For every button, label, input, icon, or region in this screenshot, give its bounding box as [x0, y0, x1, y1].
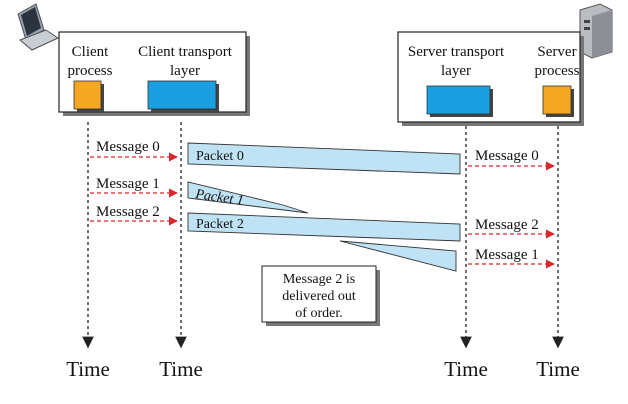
packet-2-shape: [187, 212, 461, 242]
note-line-1: Message 2 is: [283, 272, 355, 287]
client-transport-label-1: Client transport: [138, 44, 233, 60]
server-message-2-label: Message 2: [475, 217, 539, 233]
client-process-block: [73, 80, 102, 110]
note-box: [261, 265, 377, 323]
packet-2-label: Packet 2: [196, 217, 244, 232]
client-message-2-label: Message 2: [96, 204, 160, 220]
packet-0-shape: [187, 142, 461, 175]
laptop-icon: [17, 3, 60, 51]
client-message-1-label: Message 1: [96, 176, 160, 192]
time-label: Time: [444, 357, 488, 381]
server-process-block: [542, 85, 572, 115]
server-process-label-1: Server: [537, 44, 576, 60]
server-message-0-label: Message 0: [475, 148, 539, 164]
server-transport-block: [426, 85, 491, 115]
packet-1-label: Packet 1: [193, 187, 244, 209]
server-transport-label-2: layer: [441, 63, 471, 79]
server-process-label-2: process: [535, 63, 580, 79]
client-transport-block: [147, 80, 217, 110]
client-process-label-2: process: [68, 63, 113, 79]
time-label: Time: [536, 357, 580, 381]
server-tower-icon: [579, 3, 613, 59]
client-transport-label-2: layer: [170, 63, 200, 79]
note-line-3: of order.: [295, 306, 342, 321]
server-transport-label-1: Server transport: [408, 44, 505, 60]
client-message-0-label: Message 0: [96, 139, 160, 155]
time-label: Time: [66, 357, 110, 381]
packet-0-label: Packet 0: [196, 149, 244, 164]
client-process-label-1: Client: [72, 44, 109, 60]
time-label: Time: [159, 357, 203, 381]
packet-1-late-shape: [339, 240, 457, 272]
server-message-1-label: Message 1: [475, 247, 539, 263]
packet-1-shape: [187, 181, 309, 214]
note-line-2: delivered out: [282, 289, 356, 304]
